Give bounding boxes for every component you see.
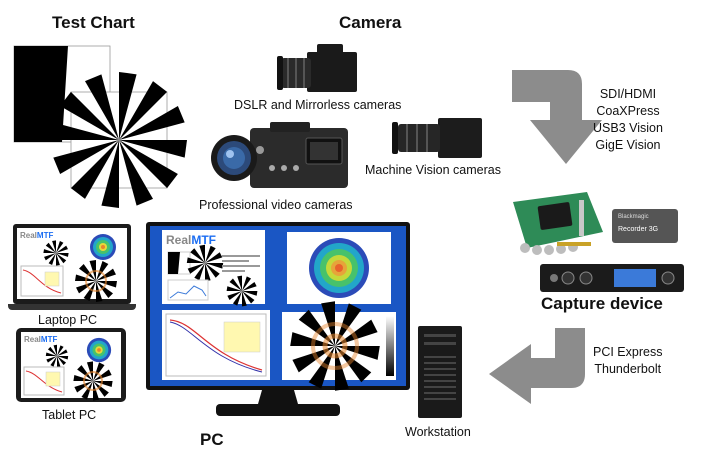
pc-title: PC <box>200 430 224 449</box>
camera-interface-list: SDI/HDMI CoaXPress USB3 Vision GigE Visi… <box>593 86 663 154</box>
recorder-device: Blackmagic Recorder 3G <box>612 209 678 243</box>
interface-gige-vision: GigE Vision <box>595 138 661 152</box>
capture-card-icon <box>513 192 603 255</box>
monitor-edge-thumb <box>167 251 191 275</box>
monitor-mtf-graph-panel <box>162 310 270 380</box>
tablet-star-thumb <box>45 344 69 368</box>
laptop-star-thumb <box>43 240 69 266</box>
laptop-heatmap <box>88 232 118 262</box>
interface-usb3-vision: USB3 Vision <box>593 121 663 135</box>
left-arrow-icon <box>489 328 585 404</box>
tablet-mtf-graph <box>23 366 65 396</box>
monitor-star-panel <box>282 301 396 391</box>
interface-pci-express: PCI Express <box>593 345 663 359</box>
workstation-label: Workstation <box>405 425 471 439</box>
professional-camera-icon <box>211 122 348 188</box>
recorder-model: Recorder 3G <box>618 226 659 233</box>
test-chart-title: Test Chart <box>52 13 135 32</box>
tablet-app-window: RealMTF <box>21 332 121 401</box>
tablet-star-view <box>67 361 119 401</box>
dslr-label: DSLR and Mirrorless cameras <box>234 98 402 112</box>
tablet-label: Tablet PC <box>42 408 97 422</box>
monitor-heatmap <box>309 238 369 298</box>
monitor-histogram <box>167 279 209 301</box>
laptop-app-logo: RealMTF <box>20 231 54 240</box>
down-arrow-icon <box>512 70 602 164</box>
monitor-main-panel: RealMTF <box>162 230 265 307</box>
laptop-label: Laptop PC <box>38 313 98 327</box>
laptop-mtf-graph <box>20 265 64 297</box>
camera-title: Camera <box>339 13 402 32</box>
interface-thunderbolt: Thunderbolt <box>594 362 662 376</box>
monitor-colorbar <box>386 316 394 376</box>
interface-sdi-hdmi: SDI/HDMI <box>599 87 657 101</box>
monitor-stand <box>216 390 340 416</box>
interface-coaxpress: CoaXPress <box>596 104 660 118</box>
monitor-small-star <box>226 275 258 307</box>
tablet-app-logo: RealMTF <box>24 335 58 344</box>
machine-vision-label: Machine Vision cameras <box>365 163 501 177</box>
laptop-base <box>8 304 136 310</box>
workstation-tower-icon <box>418 326 462 418</box>
siemens-star-chart <box>51 72 187 208</box>
capture-device-title: Capture device <box>541 294 663 313</box>
machine-vision-camera-icon <box>392 118 482 158</box>
monitor-star-thumb <box>186 244 224 282</box>
recorder-brand: Blackmagic <box>618 214 649 220</box>
dslr-camera-icon <box>277 44 357 92</box>
monitor-heatmap-panel <box>287 232 391 304</box>
monitor-mtf-graph <box>165 313 267 377</box>
laptop-star-view <box>67 260 125 302</box>
professional-label: Professional video cameras <box>199 198 353 212</box>
monitor-app-logo: RealMTF <box>166 233 217 247</box>
monitor-star-view <box>286 301 384 391</box>
pc-interface-list: PCI Express Thunderbolt <box>593 344 662 378</box>
monitor-settings-list <box>222 252 260 278</box>
tablet-heatmap <box>85 336 113 364</box>
laptop-app-window: RealMTF <box>17 228 127 302</box>
capture-box-icon <box>540 264 684 292</box>
